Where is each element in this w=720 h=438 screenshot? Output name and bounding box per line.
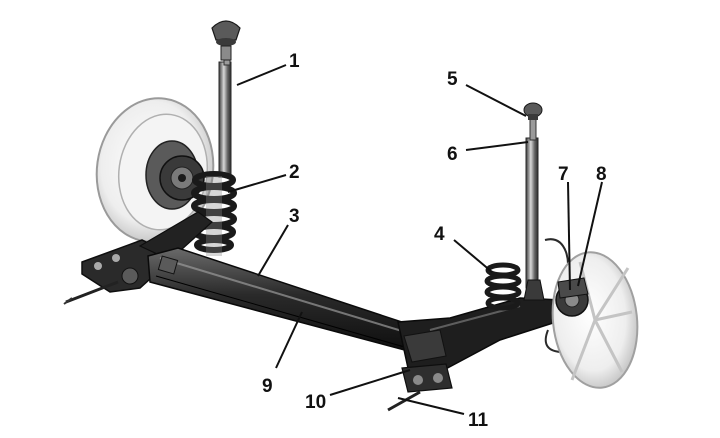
callout-6: 6 <box>447 144 458 165</box>
lower-mounting-bracket <box>387 363 453 412</box>
leader-2 <box>227 174 287 193</box>
left-coil-spring <box>191 171 237 253</box>
left-shock-top-mount <box>211 20 241 61</box>
callout-3: 3 <box>289 206 300 227</box>
left-hub <box>159 155 205 201</box>
leader-11 <box>397 397 465 415</box>
leader-4 <box>453 239 493 273</box>
right-hub <box>555 277 589 317</box>
left-shock-absorber <box>211 20 241 178</box>
callout-1: 1 <box>289 51 300 72</box>
callout-5: 5 <box>447 69 458 90</box>
right-wheel-rim <box>551 251 639 389</box>
callout-8: 8 <box>596 164 607 185</box>
callout-labels: 1 2 3 4 5 6 7 8 9 10 11 <box>262 51 607 431</box>
leader-5 <box>465 84 527 117</box>
callout-7: 7 <box>558 164 569 185</box>
right-shock-top-mount <box>523 102 543 120</box>
leader-6 <box>465 141 529 151</box>
leader-9 <box>275 311 303 369</box>
leader-8 <box>577 181 603 287</box>
callout-11: 11 <box>468 410 489 431</box>
right-shock-absorber <box>523 102 545 301</box>
torsion-cross-beam <box>147 247 421 353</box>
leader-7 <box>567 181 571 291</box>
callout-leaders <box>227 64 603 415</box>
right-trailing-arm <box>397 297 561 373</box>
leader-10 <box>329 369 411 396</box>
right-coil-spring <box>484 262 522 311</box>
left-spring-core <box>206 176 222 256</box>
callout-9: 9 <box>262 376 273 397</box>
leader-3 <box>257 224 289 277</box>
callout-4: 4 <box>434 224 445 245</box>
callout-2: 2 <box>289 162 300 183</box>
callout-10: 10 <box>305 392 326 413</box>
leader-1 <box>236 64 287 86</box>
